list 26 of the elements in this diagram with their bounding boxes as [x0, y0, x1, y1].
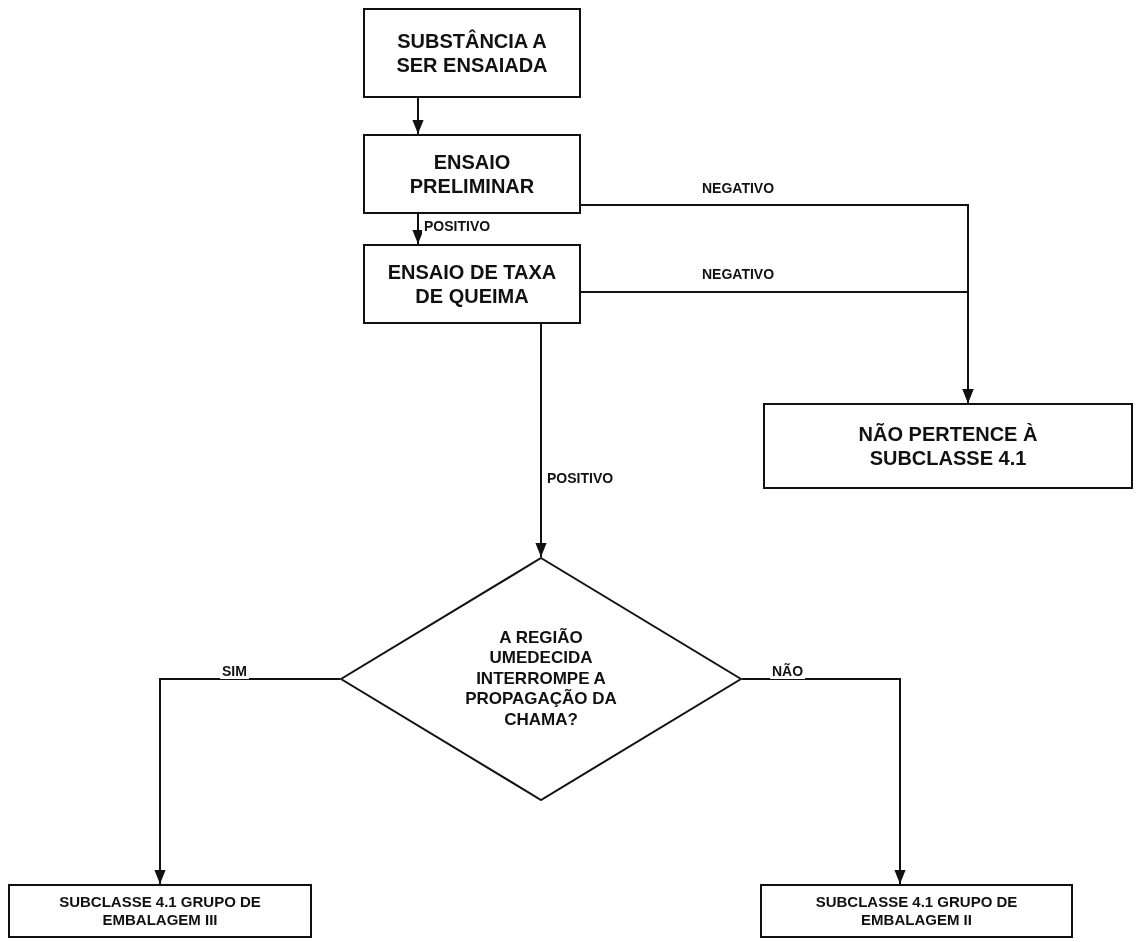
arrow [412, 213, 424, 245]
arrow [412, 97, 424, 135]
box-text: ENSAIO DE TAXA DE QUEIMA [386, 260, 558, 308]
arrow [154, 678, 341, 885]
box-text: NÃO PERTENCE À SUBCLASSE 4.1 [857, 422, 1039, 470]
edge-label: NEGATIVO [700, 180, 777, 196]
process-box [363, 8, 581, 98]
arrow [535, 323, 547, 558]
box-text: SUBCLASSE 4.1 GRUPO DE EMBALAGEM III [58, 893, 262, 929]
process-box [760, 884, 1073, 938]
process-box [363, 244, 581, 324]
edge-label: SIM [220, 663, 249, 679]
arrow [580, 291, 974, 404]
edge-label: POSITIVO [545, 470, 616, 486]
box-text: ENSAIO PRELIMINAR [408, 150, 536, 198]
edge-label: NEGATIVO [700, 266, 777, 282]
process-box [363, 134, 581, 214]
process-box [8, 884, 312, 938]
box-text: SUBCLASSE 4.1 GRUPO DE EMBALAGEM II [814, 893, 1019, 929]
decision-diamond [340, 557, 742, 801]
decision-text: A REGIÃO UMEDECIDA INTERROMPE A PROPAGAÇÃO DA CHAMA? [464, 628, 618, 730]
box-text: SUBSTÂNCIA A SER ENSAIADA [395, 29, 549, 77]
edge-label: NÃO [770, 663, 806, 679]
arrow [741, 678, 906, 885]
process-box [763, 403, 1133, 489]
edge-label: POSITIVO [422, 218, 493, 234]
